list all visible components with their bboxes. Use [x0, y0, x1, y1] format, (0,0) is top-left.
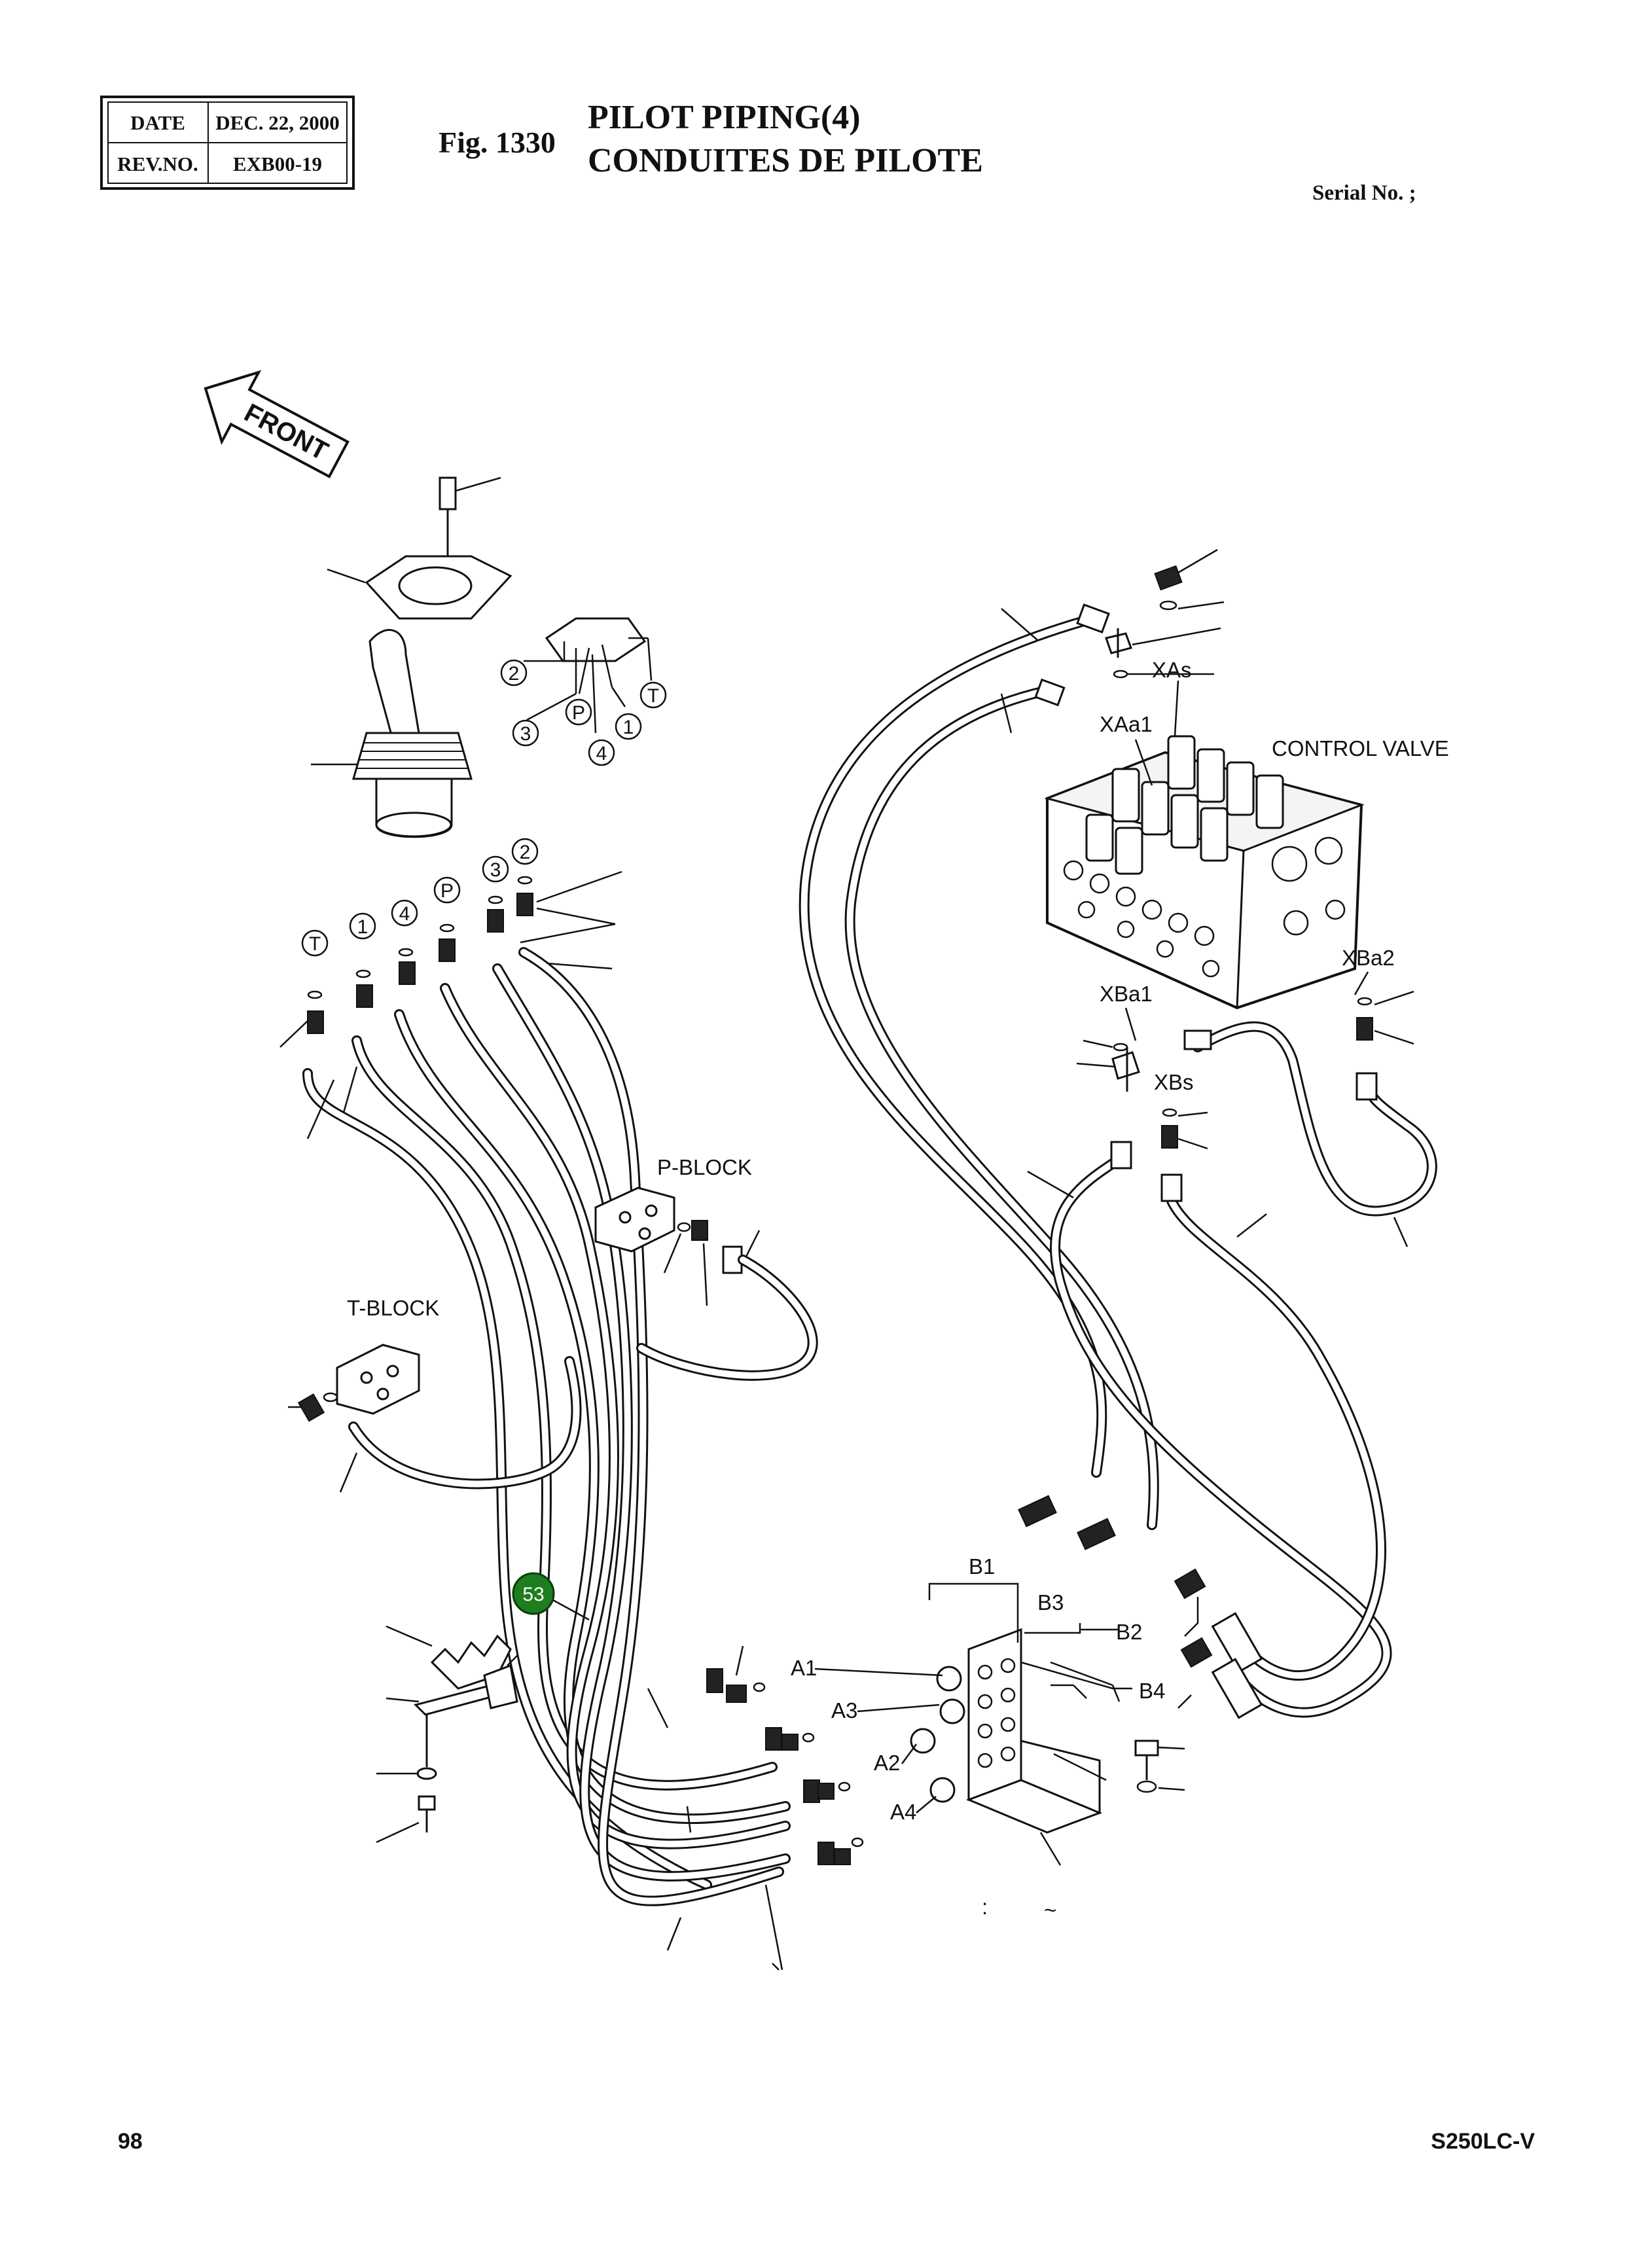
rev-label: REV.NO. [117, 152, 198, 175]
port-callout-t: T [639, 681, 667, 709]
colon-mark: : [982, 1895, 988, 1919]
svg-text:T: T [309, 933, 321, 955]
port-callout-2: 2 [500, 659, 528, 687]
control-valve: CONTROL VALVE XAs XAa1 [1044, 548, 1449, 1150]
joystick-hoses [302, 947, 791, 1906]
control-valve-hoses [799, 603, 1437, 1718]
fitting-callout-1: 1 [349, 912, 376, 940]
rev-value: EXB00-19 [233, 152, 322, 175]
port-label-b3: B3 [1037, 1590, 1064, 1615]
svg-text:4: 4 [596, 743, 607, 764]
port-label-b1: B1 [969, 1554, 995, 1579]
figure-number: Fig. 1330 [439, 126, 556, 159]
port-label-b2: B2 [1116, 1620, 1142, 1644]
port-label-a1: A1 [791, 1656, 817, 1680]
model-code: S250LC-V [1431, 2129, 1535, 2154]
svg-text:2: 2 [520, 842, 531, 863]
serial-number: Serial No. ; [1312, 181, 1416, 205]
a-side-fittings [647, 1645, 864, 1971]
date-value: DEC. 22, 2000 [215, 111, 339, 134]
hose-clamp [376, 1625, 518, 1844]
t-block-label: T-BLOCK [347, 1296, 439, 1320]
port-label-b4: B4 [1139, 1679, 1165, 1703]
port-label-xaa1: XAa1 [1100, 712, 1153, 736]
svg-text:P: P [440, 880, 454, 902]
item-marker-label: 53 [522, 1584, 544, 1605]
joystick-fittings [279, 870, 622, 1048]
figure-title-en: PILOT PIPING(4) [588, 99, 861, 136]
tilde-mark: ~ [1044, 1898, 1056, 1922]
p-block-label: P-BLOCK [657, 1155, 752, 1179]
fitting-callout-3: 3 [482, 855, 509, 883]
connector-bracket [910, 1495, 1263, 1866]
port-layout-diagram: 2 P 1 T 3 4 [500, 617, 667, 766]
port-labels-ab: B1 B3 B2 B4 A1 A3 A2 A4 [791, 1554, 1199, 1824]
port-label-a3: A3 [831, 1698, 857, 1723]
svg-text:3: 3 [490, 859, 501, 881]
port-label-a2: A2 [874, 1751, 900, 1775]
joystick-assembly [311, 476, 512, 838]
item-marker-53[interactable]: 53 [512, 1572, 590, 1621]
svg-text:P: P [572, 702, 585, 724]
fitting-callout-p: P [433, 876, 461, 904]
port-label-xba1: XBa1 [1100, 982, 1153, 1006]
svg-text:1: 1 [623, 717, 634, 738]
svg-text:3: 3 [520, 723, 531, 745]
date-label: DATE [130, 111, 185, 134]
front-arrow: FRONT [204, 370, 350, 478]
fitting-callout-2: 2 [511, 838, 539, 865]
t-block: T-BLOCK [288, 1296, 582, 1493]
figure-title-fr: CONDUITES DE PILOTE [588, 142, 983, 179]
page-number: 98 [118, 2129, 143, 2154]
svg-text:4: 4 [399, 903, 410, 925]
fitting-callout-4: 4 [391, 899, 418, 927]
port-callout-1: 1 [615, 713, 642, 740]
port-callout-4: 4 [588, 739, 615, 766]
title-block: DATE DEC. 22, 2000 REV.NO. EXB00-19 [100, 96, 355, 190]
port-callout-p: P [565, 698, 592, 726]
port-label-a4: A4 [890, 1800, 916, 1824]
svg-text:T: T [647, 685, 659, 707]
p-block: P-BLOCK [594, 1155, 818, 1381]
svg-text:1: 1 [357, 916, 368, 938]
port-label-xbs: XBs [1154, 1070, 1194, 1094]
port-label-xas: XAs [1152, 658, 1192, 682]
control-valve-label: CONTROL VALVE [1272, 736, 1449, 760]
fitting-callout-t: T [301, 929, 329, 957]
fitting-port-callouts: T 1 4 P 3 2 [301, 838, 539, 957]
port-label-xba2: XBa2 [1342, 946, 1395, 970]
svg-text:2: 2 [509, 663, 520, 685]
port-callout-3: 3 [512, 719, 539, 747]
